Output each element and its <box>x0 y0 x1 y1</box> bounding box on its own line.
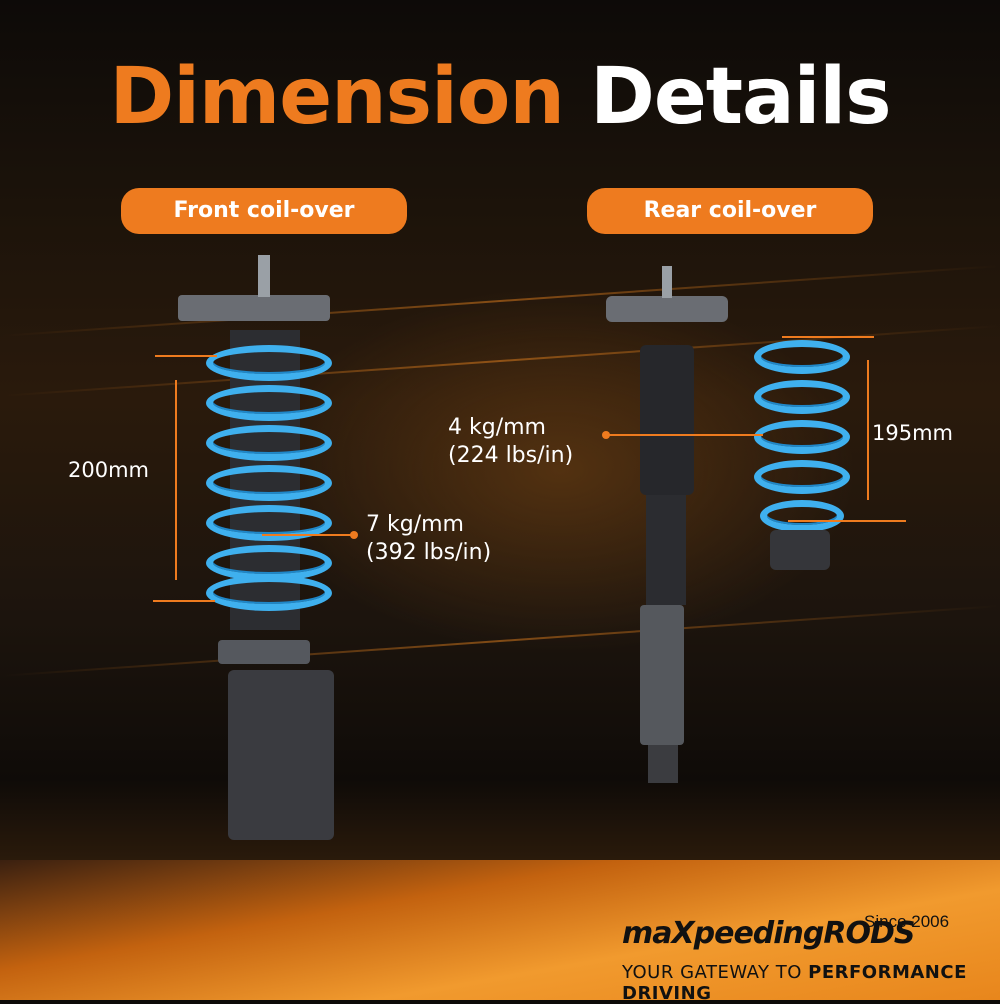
tagline-bold: PERFORMANCE DRIVING <box>622 962 967 1004</box>
spring-coil <box>206 345 332 381</box>
top-mount <box>178 295 330 321</box>
adjuster-knob <box>662 266 672 298</box>
front-dimension-bottom-line <box>153 600 215 602</box>
rear-spring-coil <box>760 500 844 532</box>
rear-dimension-bottom-line <box>788 520 906 522</box>
front-spring-rate: 7 kg/mm (392 lbs/in) <box>366 511 491 567</box>
rear-rate-leader <box>607 434 763 436</box>
brand-tagline: YOUR GATEWAY TO PERFORMANCE DRIVING <box>622 962 1000 1004</box>
top-mount <box>606 296 728 322</box>
front-rate-metric: 7 kg/mm <box>366 512 464 537</box>
rear-coilover-label: Rear coil-over <box>587 188 873 234</box>
background-streak <box>1 265 999 337</box>
leader-dot <box>602 431 610 439</box>
rear-rate-metric: 4 kg/mm <box>448 415 546 440</box>
rear-spring-coil <box>754 380 850 414</box>
brand-logo: maXpeedingRODS <box>622 916 916 951</box>
title-part-1: Dimension <box>109 52 564 142</box>
knuckle-bracket <box>228 670 334 840</box>
page-title: Dimension Details <box>0 52 1000 142</box>
front-rate-imperial: (392 lbs/in) <box>366 540 492 565</box>
front-rate-leader <box>262 534 354 536</box>
rear-spring-coil <box>754 460 850 494</box>
front-dimension-top-line <box>155 355 217 357</box>
background-streak <box>1 605 999 677</box>
spring-coil <box>206 385 332 421</box>
rear-spring-coil <box>754 420 850 454</box>
rear-spring-rate: 4 kg/mm (224 lbs/in) <box>448 414 573 470</box>
footer-background <box>0 860 1000 1000</box>
title-part-2: Details <box>590 52 891 142</box>
spring-coil <box>206 465 332 501</box>
rear-dimension-top-line <box>782 336 874 338</box>
lower-fork <box>648 745 678 783</box>
spring-coil <box>206 425 332 461</box>
dust-boot <box>640 345 694 495</box>
adjuster-knob <box>258 255 270 297</box>
spring-perch <box>770 530 830 570</box>
lower-perch <box>218 640 310 664</box>
spring-coil <box>206 505 332 541</box>
rear-height-label: 195mm <box>872 421 953 445</box>
shock-lower-body <box>640 605 684 745</box>
spring-coil <box>206 575 332 611</box>
rear-dimension-arrow <box>867 360 869 500</box>
since-label: Since 2006 <box>864 912 950 931</box>
tagline-light: YOUR GATEWAY TO <box>622 962 809 983</box>
front-dimension-arrow <box>175 380 177 580</box>
rear-rate-imperial: (224 lbs/in) <box>448 443 574 468</box>
front-coilover-label: Front coil-over <box>121 188 407 234</box>
front-height-label: 200mm <box>68 458 149 482</box>
leader-dot <box>350 531 358 539</box>
rear-spring-coil <box>754 340 850 374</box>
shock-body <box>646 495 686 605</box>
